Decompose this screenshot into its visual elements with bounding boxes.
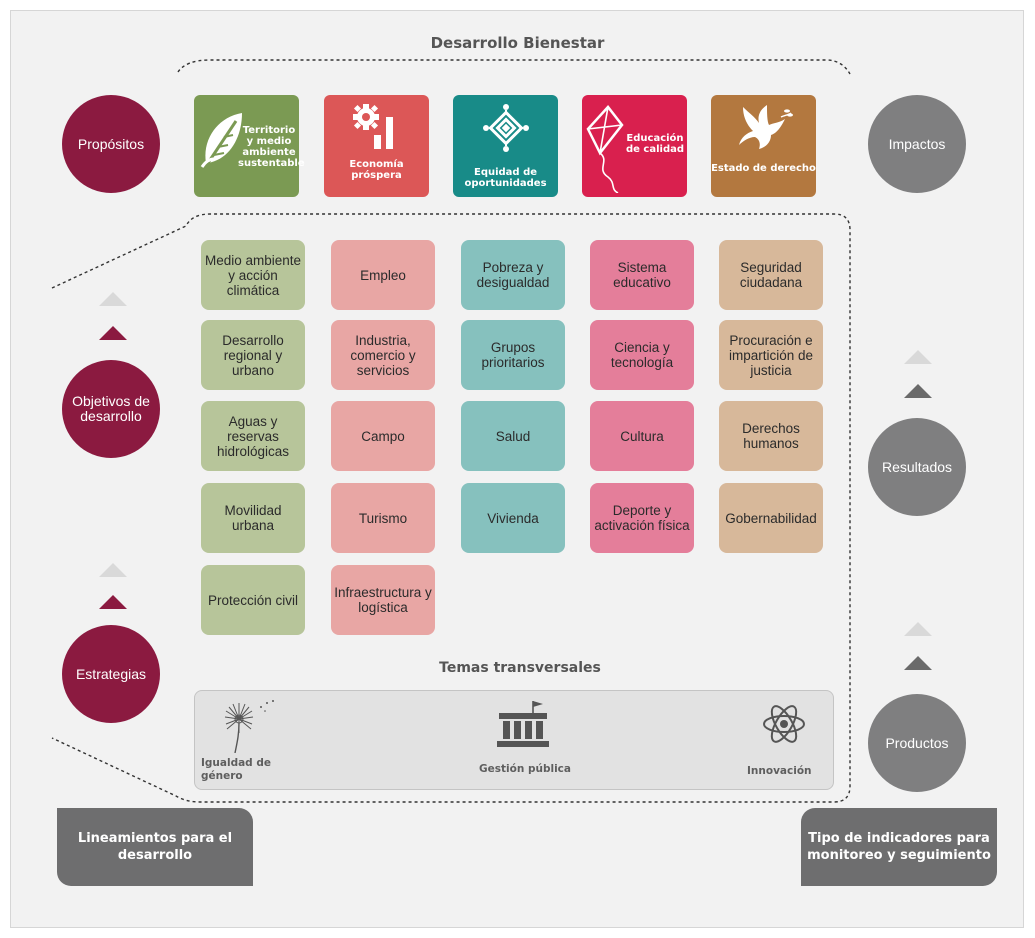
impactos-circle: Impactos <box>868 95 966 193</box>
propositos-circle: Propósitos <box>62 95 160 193</box>
transversal-label: Igualdad de género <box>201 757 271 782</box>
objective-card: Desarrollo regional y urbano <box>201 320 305 390</box>
objective-card: Medio ambiente y acción climática <box>201 240 305 310</box>
objective-card: Campo <box>331 401 435 471</box>
objective-card: Gobernabilidad <box>719 483 823 553</box>
pillar-territorio: Territorio y medio ambiente sustentable <box>194 95 305 197</box>
pillar-label: Educación de calidad <box>625 133 685 155</box>
objective-card: Cultura <box>590 401 694 471</box>
objective-card: Protección civil <box>201 565 305 635</box>
triangle-up-light <box>904 622 932 636</box>
dandelion-icon <box>224 700 274 753</box>
transversal-label: Innovación <box>747 765 812 777</box>
objective-card: Procuración e impartición de justicia <box>719 320 823 390</box>
pillar-label: Estado de derecho <box>711 163 816 174</box>
objective-card: Vivienda <box>461 483 565 553</box>
resultados-circle: Resultados <box>868 418 966 516</box>
building-flag-icon <box>497 701 549 747</box>
dove-icon <box>739 105 793 149</box>
diamond-knot-icon <box>483 104 529 152</box>
objective-card: Deporte y activación física <box>590 483 694 553</box>
objective-card: Ciencia y tecnología <box>590 320 694 390</box>
transversal-title: Temas transversales <box>439 660 601 676</box>
objective-card: Sistema educativo <box>590 240 694 310</box>
objective-card: Grupos prioritarios <box>461 320 565 390</box>
atom-icon <box>763 705 805 743</box>
gear-chart-icon <box>353 104 393 149</box>
triangle-up-light <box>904 350 932 364</box>
objetivos-circle: Objetivos de desarrollo <box>62 360 160 458</box>
pillar-label: Equidad de oportunidades <box>464 167 547 189</box>
estrategias-circle: Estrategias <box>62 625 160 723</box>
objective-card: Aguas y reservas hidrológicas <box>201 401 305 471</box>
leaf-icon <box>200 113 242 168</box>
pillar-economia: Economía próspera <box>324 95 429 197</box>
objective-card: Salud <box>461 401 565 471</box>
triangle-up-light <box>99 292 127 306</box>
objective-card: Movilidad urbana <box>201 483 305 553</box>
pillar-estado: Estado de derecho <box>711 95 816 197</box>
pillar-equidad: Equidad de oportunidades <box>453 95 558 197</box>
objective-card: Empleo <box>331 240 435 310</box>
objective-card: Seguridad ciudadana <box>719 240 823 310</box>
kite-icon <box>586 105 624 193</box>
triangle-up-gray <box>904 384 932 398</box>
triangle-up-light <box>99 563 127 577</box>
triangle-up-gray <box>904 656 932 670</box>
objective-card: Industria, comercio y servicios <box>331 320 435 390</box>
transversal-box: Igualdad de género Gestión pública Innov… <box>194 690 834 790</box>
objective-card: Turismo <box>331 483 435 553</box>
objective-card: Derechos humanos <box>719 401 823 471</box>
transversal-label: Gestión pública <box>479 763 571 775</box>
triangle-up-dark <box>99 595 127 609</box>
pillar-label: Economía próspera <box>349 159 404 181</box>
objective-card: Infraestructura y logística <box>331 565 435 635</box>
productos-circle: Productos <box>868 694 966 792</box>
diagram-title: Desarrollo Bienestar <box>430 34 605 52</box>
pillar-label: Territorio y medio ambiente sustentable <box>238 125 305 169</box>
objective-card: Pobreza y desigualdad <box>461 240 565 310</box>
lineamientos-box: Lineamientos para el desarrollo <box>57 808 253 886</box>
indicadores-box: Tipo de indicadores para monitoreo y seg… <box>801 808 997 886</box>
triangle-up-dark <box>99 326 127 340</box>
pillar-educacion: Educación de calidad <box>582 95 687 197</box>
